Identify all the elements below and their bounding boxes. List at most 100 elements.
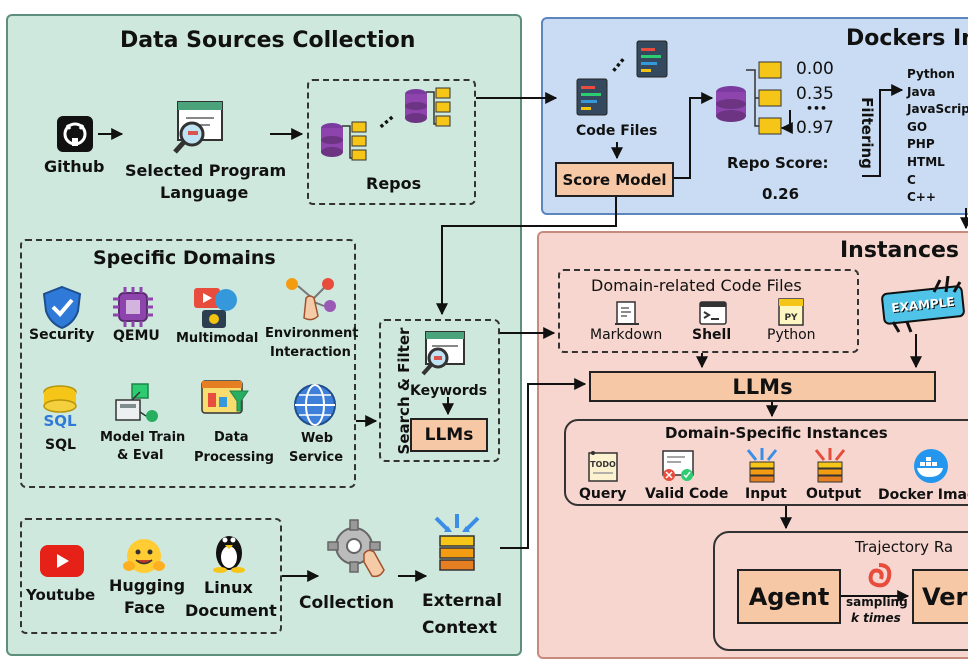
environment-icon bbox=[286, 278, 336, 321]
search-filter-box bbox=[379, 319, 500, 462]
repos-label: Repos bbox=[366, 174, 422, 193]
multimodal-icon bbox=[194, 288, 237, 328]
selected-language-label-2: Language bbox=[160, 183, 249, 202]
gear-icon bbox=[327, 519, 385, 578]
dockers-title: Dockers In bbox=[846, 26, 968, 51]
data-sources-title: Data Sources Collection bbox=[120, 28, 416, 53]
score-0: 0.00 bbox=[796, 59, 834, 79]
sql-icon: SQL bbox=[43, 385, 77, 430]
youtube-label: Youtube bbox=[26, 586, 96, 604]
code-file-icon-2 bbox=[636, 40, 668, 78]
docker-icon bbox=[914, 449, 948, 483]
agent-box: Agent bbox=[737, 569, 841, 624]
valid-code-icon bbox=[662, 450, 694, 481]
domain-related-title: Domain-related Code Files bbox=[591, 276, 802, 295]
repo-db-icon bbox=[321, 121, 367, 161]
language-c: C bbox=[907, 172, 916, 187]
trajectory-title: Trajectory Ra bbox=[855, 538, 954, 556]
globe-icon bbox=[294, 384, 336, 426]
domain-environment: Environment bbox=[265, 326, 359, 341]
arrow-score-to-search bbox=[436, 197, 617, 316]
python-file-icon: PY bbox=[778, 298, 804, 326]
language-javascript: JavaScrip bbox=[907, 102, 968, 117]
code-file-icon bbox=[576, 78, 608, 116]
domain-model-train: Model Train bbox=[100, 430, 186, 445]
language-html: HTML bbox=[907, 154, 945, 169]
domain-service: Service bbox=[289, 450, 344, 465]
output-label: Output bbox=[806, 486, 862, 502]
github-icon bbox=[57, 116, 93, 152]
language-php: PHP bbox=[907, 137, 935, 152]
external-context-icon bbox=[434, 514, 480, 571]
trajectory-box bbox=[713, 531, 968, 651]
sampling-label: sampling bbox=[846, 595, 908, 609]
arrow-score-to-repo-db bbox=[674, 92, 714, 179]
output-icon bbox=[814, 448, 846, 483]
domain-multimodal: Multimodal bbox=[176, 331, 259, 346]
code-files-label: Code Files bbox=[576, 123, 658, 139]
external-context-label-1: External bbox=[422, 591, 503, 611]
score-model-box: Score Model bbox=[555, 162, 674, 197]
score-dots: ••• bbox=[806, 102, 828, 115]
valid-code-label: Valid Code bbox=[645, 486, 729, 502]
arrow-filtering-out bbox=[862, 84, 904, 177]
k-times-label: k times bbox=[851, 611, 901, 625]
markdown-icon bbox=[615, 301, 639, 325]
repo-db-icon-2 bbox=[405, 87, 451, 127]
repos-box bbox=[307, 79, 476, 205]
arrow-db-to-repo-score bbox=[780, 110, 793, 134]
domain-security: Security bbox=[29, 327, 95, 343]
py-tag: PY bbox=[784, 313, 798, 323]
todo-icon: TODO bbox=[588, 451, 618, 482]
docker-image-label: Docker Imag bbox=[878, 487, 968, 503]
python-label: Python bbox=[767, 327, 816, 343]
verifier-box: Veri bbox=[912, 569, 968, 624]
docker-repo-db-icon bbox=[716, 61, 782, 135]
domain-qemu: QEMU bbox=[113, 328, 160, 344]
language-java: Java bbox=[907, 84, 936, 99]
language-list: Python Java JavaScrip GO PHP HTML C C++ bbox=[907, 66, 968, 207]
language-go: GO bbox=[907, 119, 928, 134]
domain-interaction: Interaction bbox=[270, 345, 351, 360]
youtube-icon bbox=[40, 545, 84, 577]
hugging-label-1: Hugging bbox=[109, 576, 186, 595]
example-spark-icon bbox=[932, 275, 962, 293]
chip-icon bbox=[113, 287, 153, 327]
search-llms-box: LLMs bbox=[410, 418, 488, 452]
linux-label-1: Linux bbox=[204, 578, 253, 597]
domain-related-box bbox=[558, 269, 859, 353]
linux-icon bbox=[213, 536, 245, 573]
input-label: Input bbox=[745, 486, 787, 502]
domain-data: Data bbox=[214, 430, 249, 445]
shell-icon bbox=[699, 301, 727, 325]
shell-label: Shell bbox=[692, 327, 732, 343]
domain-specific-box bbox=[564, 419, 968, 506]
markdown-label: Markdown bbox=[590, 327, 663, 343]
model-train-icon bbox=[115, 383, 158, 422]
external-sources-box bbox=[20, 518, 282, 634]
sampling-icon bbox=[868, 563, 892, 588]
language-python: Python bbox=[907, 67, 955, 81]
score-1: 0.35 bbox=[796, 84, 834, 104]
specific-domains-title: Specific Domains bbox=[93, 247, 276, 269]
domain-sql: SQL bbox=[45, 437, 76, 453]
input-icon bbox=[746, 448, 778, 483]
instances-title: Instances bbox=[840, 238, 960, 263]
arrow-context-to-llms bbox=[500, 378, 587, 549]
language-cpp: C++ bbox=[907, 190, 936, 205]
github-label: Github bbox=[44, 157, 105, 176]
code-search-icon bbox=[173, 101, 223, 154]
collection-label: Collection bbox=[299, 593, 395, 613]
domain-processing: Processing bbox=[194, 450, 274, 465]
instances-llms-bar: LLMs bbox=[589, 371, 936, 402]
todo-tag: TODO bbox=[590, 460, 616, 469]
domain-specific-title: Domain-Specific Instances bbox=[665, 424, 888, 442]
shield-icon bbox=[42, 285, 82, 330]
hugging-face-icon bbox=[123, 539, 165, 573]
external-context-label-2: Context bbox=[422, 618, 498, 638]
query-label: Query bbox=[579, 486, 627, 502]
keyword-search-icon bbox=[421, 331, 465, 376]
selected-language-label-1: Selected Program bbox=[125, 161, 287, 180]
specific-domains-box bbox=[20, 239, 356, 488]
